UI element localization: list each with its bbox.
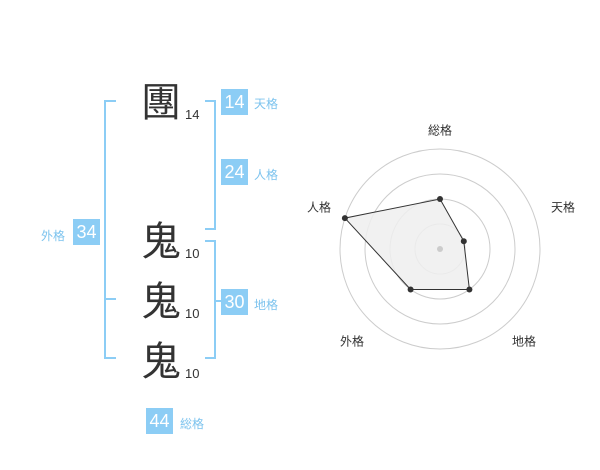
tenkaku-bracket-vertical (214, 100, 216, 230)
gaikaku-value: 34 (73, 219, 100, 245)
chikaku-bracket-vertical (214, 240, 216, 359)
gaikaku-bracket-mid (104, 298, 116, 300)
radar-axis-label-4: 外格 (340, 334, 364, 349)
radar-area (343, 198, 470, 290)
name-char-1: 團 (141, 80, 181, 126)
tenkaku-label: 天格 (254, 97, 279, 111)
tenkaku-bracket-top (205, 100, 216, 102)
gaikaku-bracket-bottom (104, 357, 116, 359)
radar-point-1 (437, 196, 443, 202)
radar-ring-4 (339, 148, 541, 350)
gaikaku-bracket-top (104, 100, 116, 102)
tenkaku-value: 14 (221, 89, 248, 115)
chikaku-bracket-top (205, 240, 216, 242)
gaikaku-bracket-vertical (104, 100, 106, 359)
jinkaku-label: 人格 (254, 168, 279, 182)
name-char-4-strokes: 10 (185, 366, 200, 381)
radar-point-3 (466, 286, 473, 293)
radar-axis-label-5: 人格 (307, 200, 331, 215)
radar-ring-3 (364, 173, 516, 325)
radar-point-4 (407, 286, 414, 293)
jinkaku-value: 24 (221, 159, 248, 185)
radar-axis-label-3: 地格 (512, 334, 536, 349)
chikaku-bracket-bottom (205, 357, 216, 359)
gaikaku-label: 外格 (41, 229, 66, 243)
name-char-3: 鬼 (141, 279, 181, 325)
radar-axis-label-1: 総格 (428, 123, 452, 138)
radar-point-2 (460, 238, 467, 245)
soukaku-value: 44 (146, 408, 173, 434)
radar-center-dot (437, 246, 443, 252)
name-char-2: 鬼 (141, 219, 181, 265)
name-char-2-strokes: 10 (185, 246, 200, 261)
soukaku-label: 総格 (180, 417, 205, 431)
chikaku-value: 30 (221, 289, 248, 315)
name-char-4: 鬼 (141, 339, 181, 385)
name-char-1-strokes: 14 (185, 107, 200, 122)
name-char-3-strokes: 10 (185, 306, 200, 321)
tenkaku-bracket-bottom (205, 228, 216, 230)
chikaku-connector (214, 300, 222, 302)
chikaku-label: 地格 (254, 298, 279, 312)
radar-axis-label-2: 天格 (551, 200, 575, 215)
radar-point-5 (341, 215, 348, 222)
